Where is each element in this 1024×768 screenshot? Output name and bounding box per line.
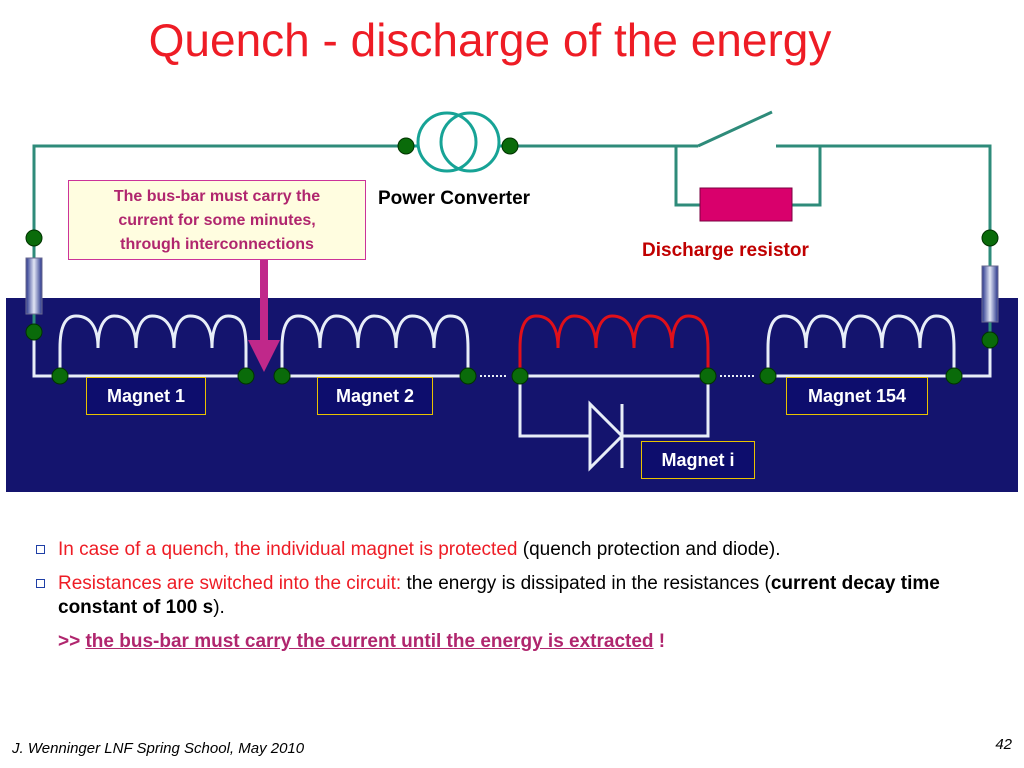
node bbox=[981, 229, 999, 247]
node bbox=[759, 367, 777, 385]
callout-line: through interconnections bbox=[120, 236, 314, 253]
bullet-square-icon bbox=[36, 545, 45, 554]
magnet-2-coil bbox=[280, 314, 470, 376]
node bbox=[397, 137, 415, 155]
diode-icon bbox=[588, 400, 625, 472]
node bbox=[981, 331, 999, 349]
node bbox=[501, 137, 519, 155]
discharge-resistor-icon bbox=[699, 187, 793, 222]
bullet-item-1: In case of a quench, the individual magn… bbox=[34, 538, 1004, 562]
bullet-item-2: Resistances are switched into the circui… bbox=[34, 572, 1004, 620]
slide-title: Quench - discharge of the energy bbox=[148, 14, 832, 66]
page-number: 42 bbox=[995, 736, 1012, 753]
connection-nodes bbox=[25, 137, 999, 385]
node bbox=[945, 367, 963, 385]
bullet-square-icon bbox=[36, 579, 45, 588]
node bbox=[25, 229, 43, 247]
bullet-2-text: the energy is dissipated in the resistan… bbox=[406, 573, 771, 594]
node bbox=[273, 367, 291, 385]
magnet-1-label: Magnet 1 bbox=[86, 377, 206, 415]
magnet-2-label: Magnet 2 bbox=[317, 377, 433, 415]
callout-line: current for some minutes, bbox=[118, 212, 316, 229]
callout-line: The bus-bar must carry the bbox=[113, 188, 321, 205]
magnet-1-coil bbox=[58, 314, 248, 376]
magnet-i-coil bbox=[518, 314, 710, 376]
bullet-list: In case of a quench, the individual magn… bbox=[34, 538, 1004, 654]
bullet-2-end: ). bbox=[213, 597, 225, 618]
magnet-154-label: Magnet 154 bbox=[786, 377, 928, 415]
footer-credit: J. Wenninger LNF Spring School, May 2010 bbox=[12, 740, 305, 757]
bullet-2-bold: current decay time constant of 100 s bbox=[58, 573, 940, 618]
bullet-1-highlight: In case of a quench, the individual magn… bbox=[58, 539, 518, 560]
power-converter-icon bbox=[406, 111, 510, 173]
node bbox=[699, 367, 717, 385]
discharge-resistor-label: Discharge resistor bbox=[642, 240, 809, 261]
bullet-1-text: (quench protection and diode). bbox=[517, 539, 781, 560]
current-lead-right bbox=[981, 265, 999, 323]
node bbox=[459, 367, 477, 385]
callout-arrow bbox=[248, 260, 280, 372]
magnet-chain-wires bbox=[32, 332, 992, 438]
conclusion-line: >> the bus-bar must carry the current un… bbox=[34, 630, 1004, 654]
conclusion-prefix: >> bbox=[58, 631, 86, 652]
bullet-2-highlight: Resistances are switched into the circui… bbox=[58, 573, 407, 594]
node bbox=[51, 367, 69, 385]
current-lead-left bbox=[25, 257, 43, 315]
conclusion-suffix: ! bbox=[653, 631, 666, 652]
conclusion-text: the bus-bar must carry the current until… bbox=[85, 631, 654, 652]
magnet-i-label: Magnet i bbox=[641, 441, 755, 479]
busbar-callout: The bus-bar must carry the current for s… bbox=[68, 180, 366, 260]
node bbox=[511, 367, 529, 385]
power-converter-label: Power Converter bbox=[378, 188, 531, 209]
magnet-154-coil bbox=[766, 314, 956, 376]
node bbox=[25, 323, 43, 341]
node bbox=[237, 367, 255, 385]
